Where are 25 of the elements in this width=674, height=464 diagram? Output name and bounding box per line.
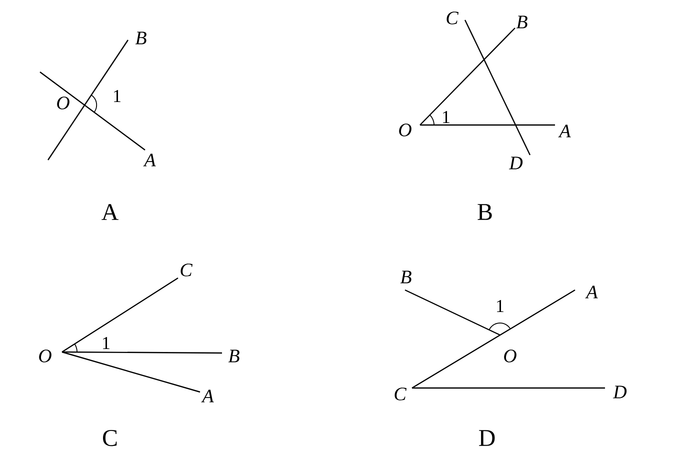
point-label: B <box>228 350 240 362</box>
point-label: A <box>585 286 598 298</box>
option-label: B <box>478 204 492 220</box>
point-label: A <box>558 124 571 138</box>
point-label: B <box>516 16 528 28</box>
point-label: D <box>612 386 627 398</box>
angle-label: 1 <box>114 90 120 102</box>
point-label: B <box>400 270 412 284</box>
option-label: A <box>102 204 118 220</box>
angle-label: 1 <box>103 337 110 349</box>
point-label: O <box>57 96 70 110</box>
point-label: C <box>446 12 459 24</box>
point-label: C <box>180 264 193 276</box>
option-label: C <box>103 430 117 446</box>
point-label: B <box>135 32 146 44</box>
angle-label: 1 <box>497 300 504 312</box>
point-label: C <box>394 388 407 400</box>
option-label: D <box>479 430 495 446</box>
angle-label: 1 <box>443 111 450 123</box>
point-label: A <box>143 154 156 166</box>
point-label: O <box>399 124 412 136</box>
point-label: D <box>508 156 523 170</box>
point-label: A <box>201 390 214 402</box>
point-label: O <box>504 350 516 362</box>
point-label: O <box>39 350 52 362</box>
